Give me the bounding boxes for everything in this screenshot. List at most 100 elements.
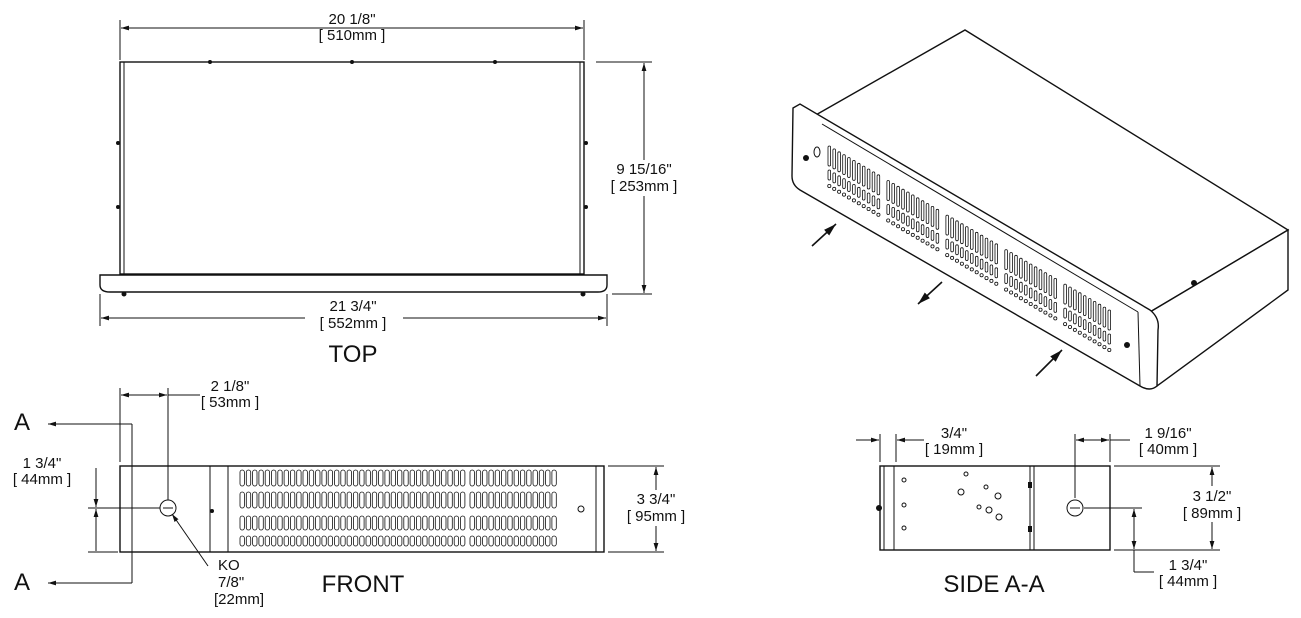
grille-slot <box>390 491 397 509</box>
grille-slot <box>441 469 447 487</box>
grille-slot <box>545 491 551 509</box>
grille-slot <box>289 515 296 531</box>
grille-slot <box>434 515 441 531</box>
ko-label: KO <box>218 557 240 574</box>
grille-slot <box>340 469 346 487</box>
grille-hole <box>832 186 837 191</box>
grille-slot <box>520 491 526 509</box>
grille-slot <box>1033 290 1038 302</box>
grille-slot <box>965 226 969 248</box>
grille-slot <box>513 535 519 547</box>
grille-slot <box>334 515 340 531</box>
grille-hole <box>1097 342 1102 347</box>
grille-hole <box>1077 330 1082 335</box>
grille-slot <box>551 469 557 487</box>
grille-slot <box>1053 277 1057 299</box>
grille-slot <box>989 240 994 262</box>
grille-slot <box>434 491 441 509</box>
grille-slot <box>901 188 905 210</box>
grille-slot <box>911 218 915 230</box>
grille-slot <box>1078 316 1082 328</box>
grille-slot <box>488 469 494 487</box>
grille-slot <box>277 515 283 531</box>
grille-slot <box>1102 330 1107 342</box>
grille-slot <box>1004 273 1008 285</box>
grille-slot <box>930 229 935 241</box>
section-marker-a-bottom: A <box>14 569 30 596</box>
grille-slot <box>441 515 447 531</box>
grille-hole <box>935 247 940 252</box>
grille-slot <box>513 515 519 531</box>
grille-slot <box>488 491 494 509</box>
front-height-in: 3 3/4" <box>637 491 676 508</box>
grille-slot <box>239 491 245 509</box>
grille-slot <box>365 491 371 509</box>
grille-slot <box>837 175 841 187</box>
grille-slot <box>955 220 959 242</box>
grille-slot <box>475 515 482 531</box>
grille-slot <box>365 515 371 531</box>
grille-slot <box>415 515 422 531</box>
grille-slot <box>1092 300 1097 322</box>
grille-slot <box>245 491 252 509</box>
grille-slot <box>475 469 482 487</box>
grille-slot <box>551 515 557 531</box>
grille-slot <box>245 535 252 547</box>
grille-slot <box>252 491 258 509</box>
grille-slot <box>384 535 390 547</box>
grille-slot <box>827 145 831 167</box>
grille-slot <box>475 491 482 509</box>
grille-slot <box>906 215 910 227</box>
side-ko-height-mm: [ 44mm ] <box>1159 573 1217 590</box>
airflow-arrow-out <box>917 281 943 305</box>
grille-slot <box>1048 299 1053 310</box>
grille-slot <box>340 515 346 531</box>
grille-slot <box>428 535 434 547</box>
grille-slot <box>277 491 283 509</box>
grille-slot <box>960 247 964 259</box>
grille-slot <box>975 255 979 267</box>
grille-slot <box>975 231 979 253</box>
grille-slot <box>513 491 519 509</box>
top-view-body <box>119 61 585 275</box>
grille-slot <box>1004 249 1008 271</box>
grille-slot <box>501 491 507 509</box>
grille-slot <box>532 491 538 509</box>
grille-hole <box>837 189 842 194</box>
grille-slot <box>434 535 441 547</box>
grille-slot <box>283 491 289 509</box>
grille-slot <box>1029 287 1033 299</box>
grille-slot <box>327 535 334 547</box>
grille-slot <box>409 535 415 547</box>
grille-slot <box>891 182 895 204</box>
grille-slot <box>970 252 974 264</box>
grille-slot <box>453 491 460 509</box>
grille-hole <box>827 183 832 188</box>
grille-slot <box>945 238 949 250</box>
grille-slot <box>409 469 415 487</box>
grille-slot <box>378 491 384 509</box>
grille-slot <box>283 535 289 547</box>
grille-slot <box>321 491 327 509</box>
grille-slot <box>365 535 371 547</box>
grille-hole <box>959 261 964 266</box>
side-view: 3/4" [ 19mm ] 1 9/16" [ 40mm ] 3 1/2" [ … <box>856 425 1252 598</box>
grille-slot <box>469 469 475 487</box>
grille-hole <box>974 270 979 275</box>
grille-slot <box>346 535 352 547</box>
ko-size-in: 7/8" <box>218 574 244 591</box>
side-height-mm: [ 89mm ] <box>1183 505 1241 522</box>
grille-slot <box>526 491 532 509</box>
grille-slot <box>359 515 365 531</box>
grille-slot <box>1014 278 1018 290</box>
grille-slot <box>886 204 890 215</box>
grille-slot <box>896 209 900 221</box>
grille-slot <box>384 469 390 487</box>
grille-slot <box>891 206 895 218</box>
grille-hole <box>886 218 891 223</box>
knockout-side-icon <box>1066 499 1084 517</box>
grille-hole <box>905 229 910 234</box>
grille-slot <box>1073 313 1077 325</box>
grille-slot <box>1097 303 1102 325</box>
